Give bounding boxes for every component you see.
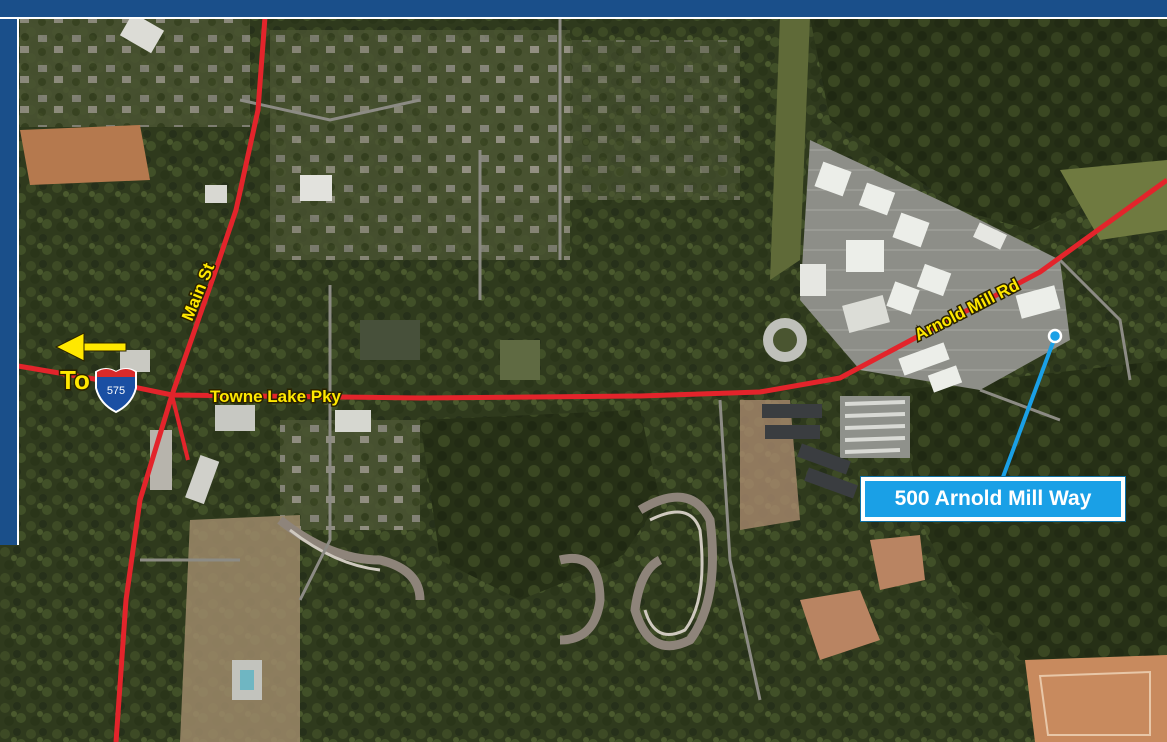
frame-left-band [0, 0, 17, 545]
local-streets [140, 17, 1132, 701]
field [770, 17, 810, 280]
cleared-land [870, 535, 925, 590]
main-st-road [113, 16, 268, 742]
apartment-complex [289, 510, 704, 636]
cleared-land-outline [1038, 670, 1151, 736]
residential-area [440, 40, 740, 200]
cleared-land [800, 590, 880, 660]
roundabout [773, 328, 797, 352]
property-callout-label: 500 Arnold Mill Way [861, 477, 1125, 521]
cleared-land [20, 125, 150, 185]
forest-area [420, 410, 660, 600]
downtown-buildings [119, 12, 540, 505]
residential-area [280, 420, 420, 530]
swimming-pool [240, 670, 254, 690]
apartment-complex [277, 492, 717, 651]
direction-to-label: To [60, 365, 90, 395]
storage-units [840, 396, 910, 458]
interstate-shield-number: 575 [107, 385, 125, 397]
marker-leader-line [1001, 336, 1057, 478]
frame-top-edge [0, 17, 1167, 19]
warehouse-buildings [800, 161, 1061, 393]
cleared-land [740, 400, 800, 530]
frame-left-edge [17, 17, 19, 545]
interstate-shield-icon: 575 [95, 368, 137, 414]
field [1060, 160, 1167, 240]
cleared-land [1025, 655, 1167, 742]
towne-lake-pky-label: Towne Lake Pky [210, 387, 342, 406]
frame-top-band [0, 0, 1167, 17]
arnold-mill-rd-road [913, 177, 1167, 341]
construction-area [180, 515, 300, 742]
west-arrow-icon [54, 332, 127, 362]
location-pin-icon [1047, 328, 1063, 344]
townhome-buildings [762, 404, 858, 499]
